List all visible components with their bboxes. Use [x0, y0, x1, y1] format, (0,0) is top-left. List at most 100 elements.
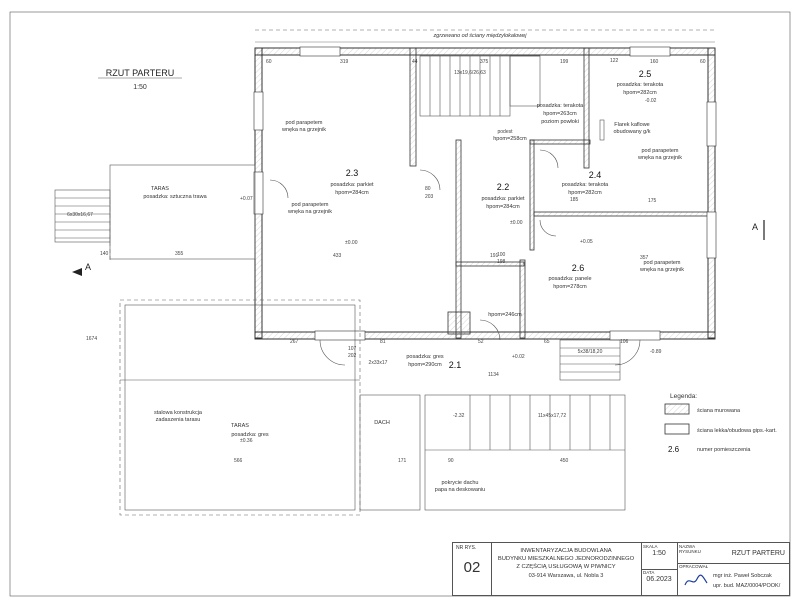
terrace-top-label: TARAS [151, 186, 169, 192]
svg-text:ściana murowana: ściana murowana [697, 408, 741, 414]
windows [253, 46, 717, 341]
svg-text:122: 122 [610, 58, 619, 64]
terrace-top [109, 164, 256, 260]
room-2.3: 2.3 posadzka: parkiet hpom=284cm [330, 168, 374, 196]
svg-text:355: 355 [175, 251, 184, 257]
level-room25: -0.02 [645, 98, 657, 104]
hall2-height: hpom=246cm [488, 312, 522, 318]
svg-text:100: 100 [497, 252, 506, 258]
svg-text:80: 80 [425, 186, 431, 192]
room-2.6: 2.6 posadzka: panele hpom=278cm [548, 263, 591, 290]
svg-text:191: 191 [490, 253, 499, 259]
author-license: upr. bud. MAZ/0004/POOK/ [713, 583, 781, 589]
doors [269, 149, 641, 366]
title-name-cell: NAZWA RYSUNKU RZUT PARTERU [677, 543, 789, 564]
landing-floor: posadzka: terakota [537, 103, 584, 109]
legend: Legenda: ściana murowana ściana lekka/ob… [664, 393, 777, 454]
landing-note: poziom powłoki [541, 119, 579, 125]
level-front-step: -0.89 [650, 349, 662, 355]
date-value: 06.2023 [646, 576, 672, 583]
level-terrace-bottom: ±0.36 [240, 438, 253, 444]
svg-text:posadzka: panele: posadzka: panele [548, 276, 591, 282]
svg-text:433: 433 [333, 253, 342, 259]
ramp-stairs [424, 394, 626, 511]
drawing-title: RZUT PARTERU [106, 68, 175, 78]
svg-text:450: 450 [560, 458, 569, 464]
svg-text:319: 319 [340, 59, 349, 65]
svg-text:hpom=290cm: hpom=290cm [408, 362, 442, 368]
svg-text:hpom=284cm: hpom=284cm [335, 190, 369, 196]
roof-dach [359, 394, 421, 511]
legend-swatch-hatched [664, 403, 690, 415]
front-steps [559, 339, 621, 381]
svg-text:185: 185 [570, 197, 579, 203]
svg-text:203: 203 [425, 194, 434, 200]
author-name: mgr inż. Paweł Sobczak [713, 573, 772, 579]
svg-text:566: 566 [234, 458, 243, 464]
svg-text:2.5: 2.5 [639, 69, 652, 79]
svg-text:175: 175 [648, 198, 657, 204]
stairs-left-label: 2x33x17 [369, 360, 388, 366]
svg-text:numer pomieszczenia: numer pomieszczenia [697, 447, 751, 453]
top-dimension-chain [255, 29, 715, 43]
title-date-cell: DATA 06.2023 [641, 569, 678, 595]
svg-text:posadzka: parkiet: posadzka: parkiet [330, 182, 374, 188]
stairs-ext-label: 6x30x16,67 [67, 212, 93, 218]
section-mark-left: A [85, 262, 91, 272]
svg-text:2.1: 2.1 [449, 360, 462, 370]
svg-text:2.2: 2.2 [497, 182, 510, 192]
signature-icon [684, 574, 708, 586]
level-ramp: -2.32 [453, 413, 465, 419]
sheet-no-label: NR RYS. [456, 545, 477, 551]
dach-label: DACH [374, 420, 390, 426]
room-2.4: 2.4 posadzka: terakota hpom=282cm [562, 170, 609, 196]
top-note: zgrzewano od ściany międzylokalowej [433, 33, 528, 39]
svg-text:44: 44 [412, 59, 418, 65]
svg-text:2.3: 2.3 [346, 168, 359, 178]
level-room26: +0.05 [580, 239, 593, 245]
drawing-name: RZUT PARTERU [731, 550, 785, 557]
stairs-ramp-label: 11x45x17,72 [538, 413, 566, 419]
interior-stairs [419, 55, 541, 117]
svg-text:hpom=278cm: hpom=278cm [553, 284, 587, 290]
title-project-cell: INWENTARYZACJA BUDOWLANA BUDYNKU MIESZKA… [491, 543, 642, 595]
svg-text:357: 357 [640, 255, 649, 261]
project-address: 03-914 Warszawa, ul. Nobla 3 [528, 573, 604, 579]
svg-text:202: 202 [348, 353, 357, 359]
title-scale-cell: SKALA 1:50 [641, 543, 678, 570]
level-room22: ±0.00 [510, 220, 523, 226]
legend-swatch-plain [664, 423, 690, 435]
svg-text:posadzka: terakota: posadzka: terakota [617, 82, 664, 88]
svg-text:60: 60 [700, 59, 706, 65]
terrace-bottom-floor: posadzka: gres [231, 432, 269, 438]
stairs-front-label: 5x38/18,20 [578, 349, 603, 355]
dimension-labels: 60 319 44 375 199 160 60 433 191 357 267… [86, 58, 706, 464]
svg-text:1674: 1674 [86, 336, 97, 342]
svg-text:posadzka: parkiet: posadzka: parkiet [481, 196, 525, 202]
section-mark-right: A [752, 222, 758, 232]
section-arrow-left [72, 268, 82, 276]
level-room23: ±0.00 [345, 240, 358, 246]
terrace-bottom [119, 299, 361, 516]
podest-label: podest [497, 129, 513, 135]
level-terrace: +0.07 [240, 196, 253, 202]
svg-text:160: 160 [650, 59, 659, 65]
svg-text:171: 171 [398, 458, 407, 464]
terrace-bottom-label: TARAS [231, 423, 249, 429]
scale-value: 1:50 [652, 550, 666, 557]
svg-text:60: 60 [266, 59, 272, 65]
room-2.1: posadzka: gres hpom=290cm 2.1 [406, 354, 461, 370]
svg-text:1134: 1134 [488, 372, 499, 378]
terrace-top-floor: posadzka: sztuczna trawa [143, 194, 207, 200]
stairs-top-label: 13x19,6/26,63 [454, 70, 486, 76]
sheet-no: 02 [463, 559, 481, 576]
room-2.2: 2.2 posadzka: parkiet hpom=284cm [481, 182, 525, 210]
